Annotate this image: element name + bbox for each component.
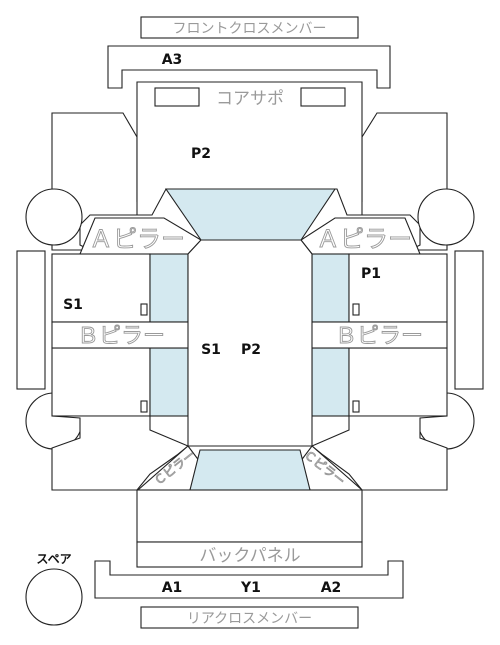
windshield	[164, 188, 337, 241]
roof-left-code: S1	[201, 342, 221, 358]
rear-window	[189, 449, 311, 491]
left-side-code: S1	[63, 297, 83, 313]
left-rear-window	[149, 347, 189, 417]
rear-right-code: A2	[321, 580, 342, 596]
spare-tire	[25, 568, 83, 626]
right-rear-window	[311, 347, 350, 417]
left-front-wheel	[25, 188, 83, 246]
left-headlight	[154, 87, 200, 107]
right-front-door	[348, 253, 448, 323]
left-front-door-handle	[140, 303, 148, 316]
rear-left-code: A1	[162, 580, 183, 596]
spare-label: スペア	[36, 552, 71, 566]
front-cross-member-label: フロントクロスメンバー	[173, 21, 327, 37]
hood-code: P2	[191, 146, 211, 162]
front-cross-member-box	[140, 16, 359, 39]
right-b-pillar	[309, 321, 448, 349]
hood-panel	[136, 81, 363, 216]
right-side-step	[454, 250, 484, 390]
rear-cross-member-box	[140, 606, 359, 629]
right-front-door-code: P1	[361, 266, 381, 282]
back-panel	[136, 541, 363, 568]
right-rear-door-handle	[352, 400, 360, 413]
right-rear-door	[348, 347, 448, 417]
roof-right-code: P2	[241, 342, 261, 358]
left-front-window	[149, 253, 189, 323]
trunk-lid	[136, 489, 363, 543]
front-bumper-code: A3	[162, 52, 183, 68]
left-rear-door	[51, 347, 151, 417]
rear-bumper-panel	[94, 560, 404, 599]
right-b-pillar-label: Ｂピラー	[335, 324, 423, 349]
right-rear-quarter	[310, 415, 448, 491]
left-front-door	[51, 253, 151, 323]
right-a-pillar-label: Ａピラー	[316, 225, 412, 253]
back-panel-label: バックパネル	[199, 546, 300, 566]
rear-cross-member-label: リアクロスメンバー	[187, 611, 312, 627]
left-b-pillar-label: Ｂピラー	[77, 324, 165, 349]
left-a-pillar-label: Ａピラー	[89, 225, 185, 253]
right-front-wheel	[417, 188, 475, 246]
roof-panel	[187, 239, 313, 447]
right-front-door-handle	[352, 303, 360, 316]
core-support-label: コアサポ	[216, 89, 284, 109]
right-front-window	[311, 253, 350, 323]
rear-center-code: Y1	[240, 580, 261, 596]
left-side-step	[16, 250, 46, 390]
left-rear-door-handle	[140, 400, 148, 413]
front-bumper-panel	[107, 45, 391, 89]
left-b-pillar	[51, 321, 191, 349]
right-headlight	[300, 87, 346, 107]
left-rear-quarter	[51, 415, 190, 491]
